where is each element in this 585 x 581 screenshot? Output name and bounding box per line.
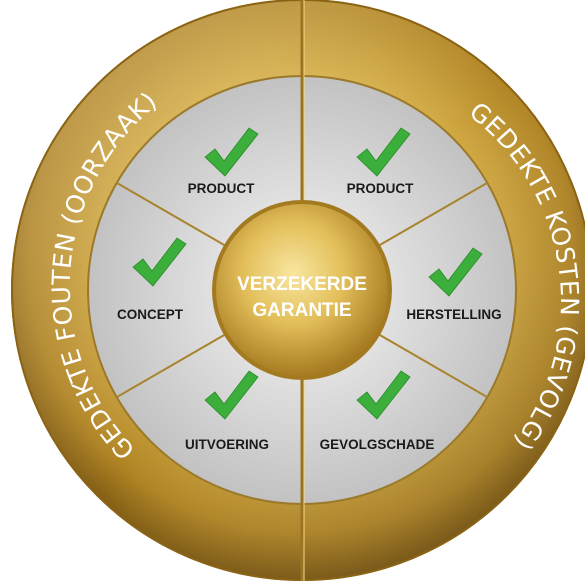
segment-label: PRODUCT [347, 181, 415, 196]
segment-uitvoering: UITVOERING [185, 370, 269, 452]
segment-product-cost: PRODUCT [347, 127, 415, 196]
center-title-line2: GARANTIE [252, 300, 351, 321]
center-title-line1: VERZEKERDE [237, 274, 367, 295]
segment-label: CONCEPT [117, 307, 184, 322]
segment-label: HERSTELLING [406, 307, 501, 322]
segment-label: GEVOLGSCHADE [320, 437, 435, 452]
segment-label: PRODUCT [188, 181, 256, 196]
center-medallion [216, 204, 388, 376]
segment-herstelling: HERSTELLING [406, 247, 502, 322]
check-icon [356, 127, 411, 177]
check-icon [356, 370, 411, 420]
check-icon [132, 237, 187, 287]
segment-product-cause: PRODUCT [188, 127, 259, 196]
check-icon [204, 127, 259, 177]
segment-label: UITVOERING [185, 437, 269, 452]
segment-concept: CONCEPT [117, 237, 187, 322]
segment-gevolgschade: GEVOLGSCHADE [320, 370, 435, 452]
check-icon [428, 247, 483, 297]
check-icon [204, 370, 259, 420]
